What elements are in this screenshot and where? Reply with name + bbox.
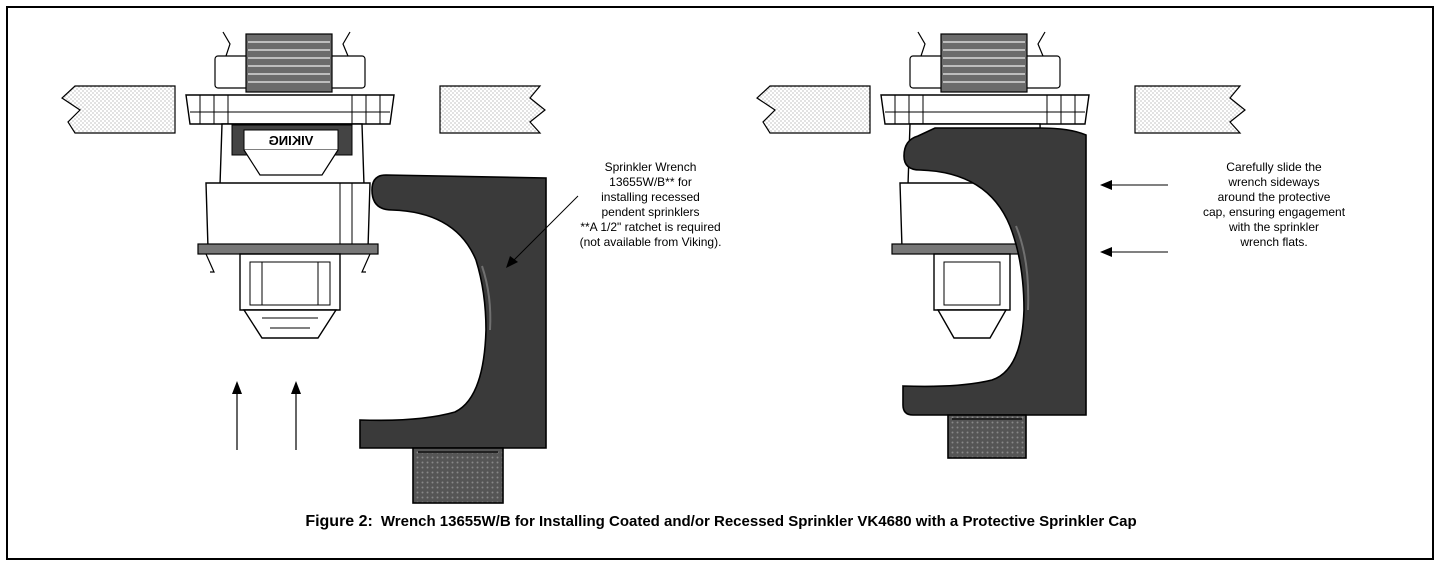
- callout-line: **A 1/2" ratchet is required: [580, 220, 721, 234]
- viking-cap-label: VIKING: [269, 133, 314, 148]
- callout-line: Carefully slide the: [1226, 160, 1322, 174]
- callout-line: wrench sideways: [1228, 175, 1320, 189]
- callout-line: (not available from Viking).: [579, 235, 722, 249]
- left-view: VIKING: [61, 31, 579, 504]
- arrow-left-icon: [1100, 180, 1112, 190]
- figure-caption-text: Wrench 13655W/B for Installing Coated an…: [380, 513, 1137, 530]
- callout-line: 13655W/B** for: [609, 175, 692, 189]
- escutcheon-ring-r: [880, 94, 1090, 125]
- escutcheon-ring: [185, 94, 395, 125]
- ceiling-panel-left: [61, 85, 176, 134]
- arrow-left-icon: [1100, 247, 1112, 257]
- ceiling-panel-right: [439, 85, 546, 134]
- callout-line: Sprinkler Wrench: [604, 160, 697, 174]
- protective-cap: [197, 182, 379, 311]
- slide-arrows: [1100, 180, 1168, 257]
- figure-number: Figure 2:: [305, 513, 373, 530]
- ceiling-panel-left-r: [756, 85, 871, 134]
- arrow-up-icon: [291, 381, 301, 394]
- sprinkler-deflector: [242, 309, 338, 339]
- upward-arrows: [232, 381, 301, 450]
- sprinkler-thread: [245, 33, 333, 93]
- callout-line: with the sprinkler: [1228, 220, 1320, 234]
- wrench-callout-text: Sprinkler Wrench 13655W/B** for installi…: [553, 160, 748, 250]
- instruction-callout-text: Carefully slide the wrench sideways arou…: [1184, 160, 1364, 250]
- sprinkler-body: [219, 123, 365, 186]
- callout-line: wrench flats.: [1240, 235, 1308, 249]
- callout-line: installing recessed: [601, 190, 700, 204]
- sprinkler-thread-r: [940, 33, 1028, 93]
- callout-line: pendent sprinklers: [601, 205, 700, 219]
- figure-caption: Figure 2: Wrench 13655W/B for Installing …: [0, 513, 1442, 531]
- sprinkler-wrench-engaged: [902, 127, 1087, 459]
- sprinkler-wrench: [359, 174, 547, 504]
- callout-leader-left: [511, 195, 579, 263]
- right-view: [756, 31, 1246, 459]
- callout-line: cap, ensuring engagement: [1202, 205, 1346, 219]
- arrow-up-icon: [232, 381, 242, 394]
- callout-line: around the protective: [1217, 190, 1331, 204]
- ceiling-panel-right-r: [1134, 85, 1246, 134]
